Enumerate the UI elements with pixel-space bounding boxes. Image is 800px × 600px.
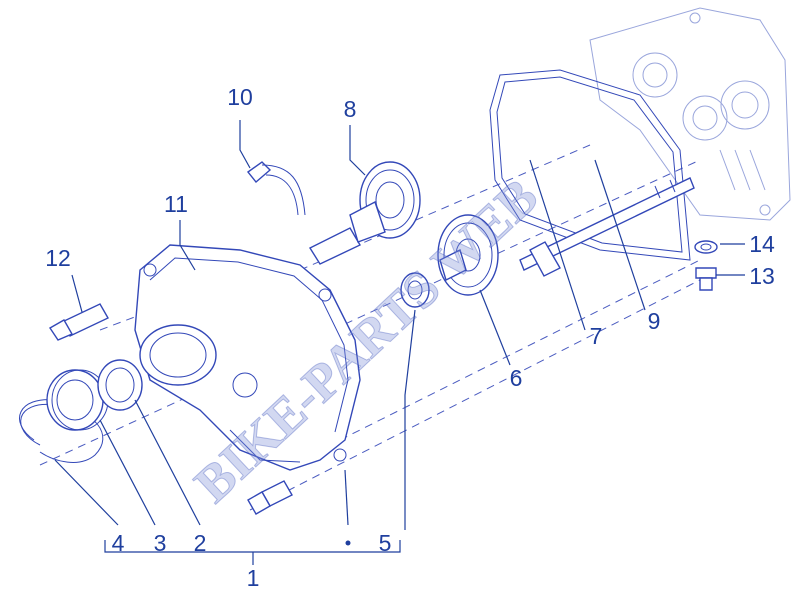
callout-6: 6	[510, 365, 523, 391]
callout-4: 4	[112, 530, 125, 556]
washer-14	[694, 240, 718, 254]
leader-lines	[54, 120, 745, 565]
callout-labels: 1 2 3 4 5 6 7 8 9 10 11 12 13 14	[45, 84, 775, 591]
callout-2: 2	[194, 530, 207, 556]
output-shaft	[519, 177, 695, 277]
screw-12	[49, 303, 109, 341]
callout-3: 3	[154, 530, 167, 556]
callout-13: 13	[749, 263, 775, 289]
small-bearing	[400, 272, 430, 308]
callout-9: 9	[648, 308, 661, 334]
crankcase-housing	[589, 7, 791, 221]
transmission-cover	[134, 244, 361, 471]
breather-hose	[246, 161, 306, 216]
callout-7: 7	[590, 323, 603, 349]
screw-lower	[247, 480, 293, 515]
drain-plug-13	[695, 267, 717, 291]
callout-8: 8	[344, 96, 357, 122]
gasket	[489, 69, 691, 261]
callout-12: 12	[45, 245, 71, 271]
oil-seal	[97, 359, 143, 411]
callout-11: 11	[164, 191, 188, 217]
gear-shaft-8	[308, 161, 421, 265]
gear-6	[437, 214, 499, 296]
callout-1: 1	[247, 565, 260, 591]
callout-5: 5	[379, 530, 392, 556]
callout-10: 10	[227, 84, 253, 110]
callout-14: 14	[749, 231, 775, 257]
